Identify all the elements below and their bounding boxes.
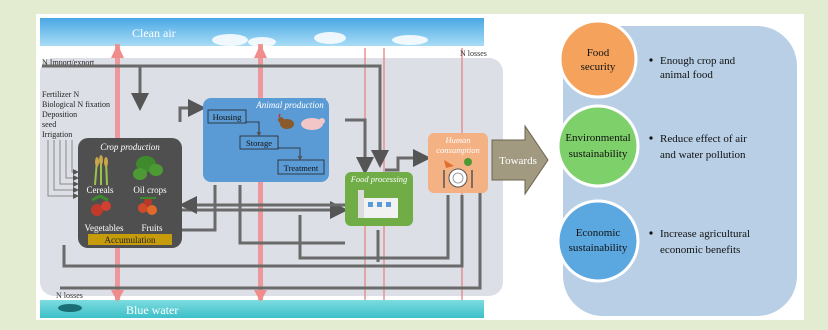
n-losses-top-label: N losses (460, 49, 487, 58)
environmental-label-1: Environmental (565, 132, 630, 144)
food-security-circle (558, 19, 638, 99)
input-deposition: Deposition (42, 110, 77, 119)
housing-to-storage (246, 121, 262, 137)
crop-icons (91, 155, 163, 216)
storage-to-treatment (278, 147, 303, 161)
economic-label-1: Economic (576, 227, 621, 239)
economic-desc-1: Increase agricultural (660, 228, 750, 240)
food-security-desc-1: Enough crop and (660, 55, 736, 67)
human-consumption-box (428, 133, 488, 193)
accumulation-label: Accumulation (105, 235, 156, 245)
storage-label: Storage (246, 138, 272, 148)
blue-water-label: Blue water (126, 303, 178, 317)
vegetables-icon (91, 194, 111, 216)
n-loss-arrow-up-2 (254, 44, 267, 58)
factory-icon (358, 190, 398, 218)
input-arrows (47, 140, 79, 199)
blue-water-banner (40, 300, 484, 318)
input-irrigation: Irrigation (42, 130, 72, 139)
bullet-icon (649, 231, 653, 235)
input-biological: Biological N fixation (42, 100, 110, 109)
economic-desc-2: economic benefits (660, 244, 740, 256)
human-consumption-title-1: Human (444, 135, 470, 145)
food-security-label-1: Food (587, 47, 610, 59)
environmental-desc-1: Reduce effect of air (660, 133, 747, 145)
crop-production-title: Crop production (100, 142, 160, 152)
input-fertilizer: Fertilizer N (42, 90, 79, 99)
vegetables-label: Vegetables (85, 223, 124, 233)
cloud-icons (212, 32, 428, 47)
goal-food-security: Food security Enough crop and animal foo… (558, 19, 736, 99)
housing-label: Housing (213, 112, 243, 122)
input-seed: seed (42, 120, 56, 129)
economic-circle (556, 199, 640, 283)
environmental-desc-2: and water pollution (660, 149, 746, 161)
housing-box (207, 109, 247, 124)
treatment-label: Treatment (284, 163, 319, 173)
economic-label-2: sustainability (569, 242, 628, 254)
towards-arrow (491, 124, 549, 196)
accumulation-bar (88, 234, 172, 245)
fruits-icon (138, 197, 157, 215)
goal-economic: Economic sustainability Increase agricul… (556, 199, 750, 283)
n-loss-arrow-up-1 (111, 44, 124, 58)
food-processing-title: Food processing (350, 174, 408, 184)
towards-label: Towards (499, 155, 537, 167)
input-import-export: N Import/export (42, 58, 95, 67)
food-security-label-2: security (581, 61, 616, 73)
clean-air-label: Clean air (132, 26, 176, 40)
environmental-circle (556, 104, 640, 188)
cereals-icon (94, 155, 108, 186)
n-loss-arrow-down-1 (111, 290, 124, 302)
human-consumption-title-2: consumption (436, 145, 479, 155)
n-losses-bottom-label: N losses (56, 291, 83, 300)
flow-lines (42, 64, 482, 290)
animal-production-title: Animal production (255, 100, 324, 110)
bullet-icon (649, 58, 653, 62)
oil-crops-label: Oil crops (133, 185, 167, 195)
livestock-icon (278, 113, 325, 130)
fruits-label: Fruits (141, 223, 163, 233)
water-fish-icon (58, 304, 82, 312)
meal-icon (443, 158, 473, 188)
environmental-label-2: sustainability (569, 148, 628, 160)
goal-environmental: Environmental sustainability Reduce effe… (556, 104, 747, 188)
food-security-desc-2: animal food (660, 69, 713, 81)
oil-crops-icon (133, 156, 163, 180)
n-loss-arrow-down-2 (254, 290, 267, 302)
cereals-label: Cereals (87, 185, 114, 195)
bullet-icon (649, 136, 653, 140)
